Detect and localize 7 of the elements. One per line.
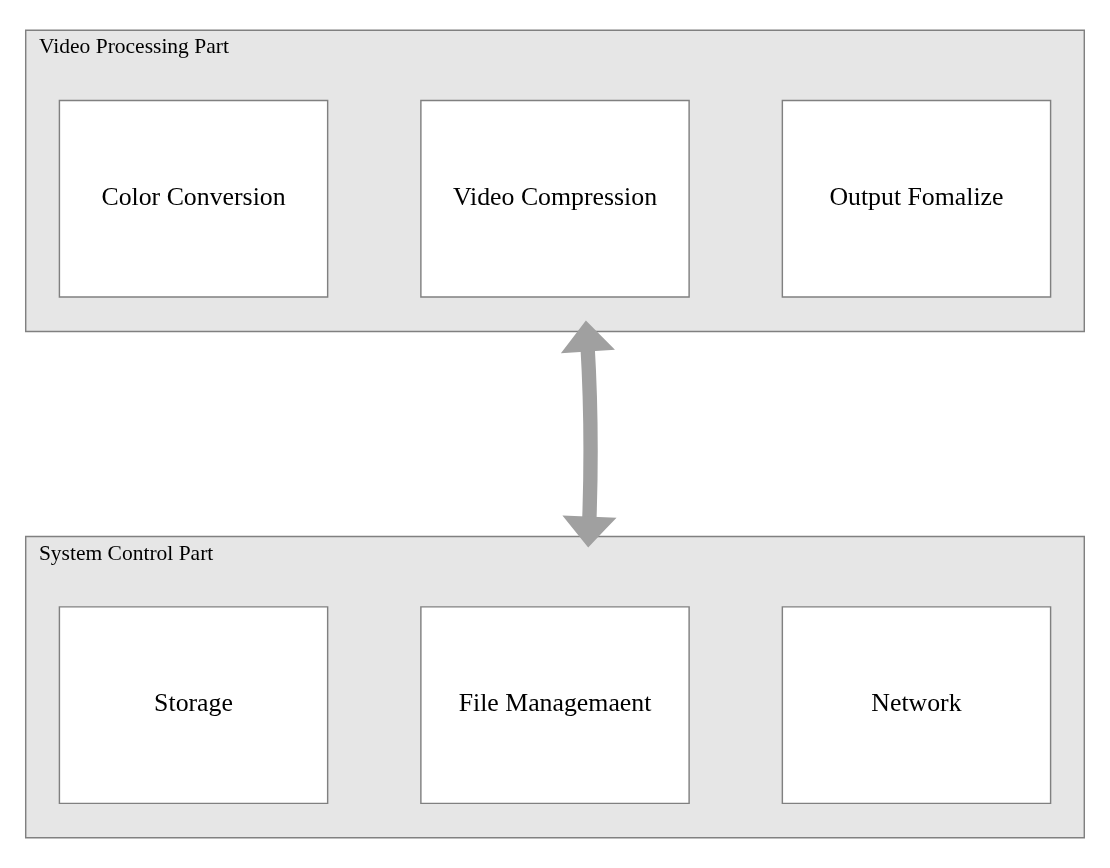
node-box: File Managemaent bbox=[420, 606, 690, 805]
arrow bbox=[560, 320, 617, 548]
node-box: Storage bbox=[58, 606, 329, 805]
node-box: Video Compression bbox=[420, 99, 690, 298]
node-box: Output Fomalize bbox=[781, 99, 1052, 298]
node-box: Network bbox=[781, 606, 1052, 805]
node-box: Color Conversion bbox=[58, 99, 329, 298]
